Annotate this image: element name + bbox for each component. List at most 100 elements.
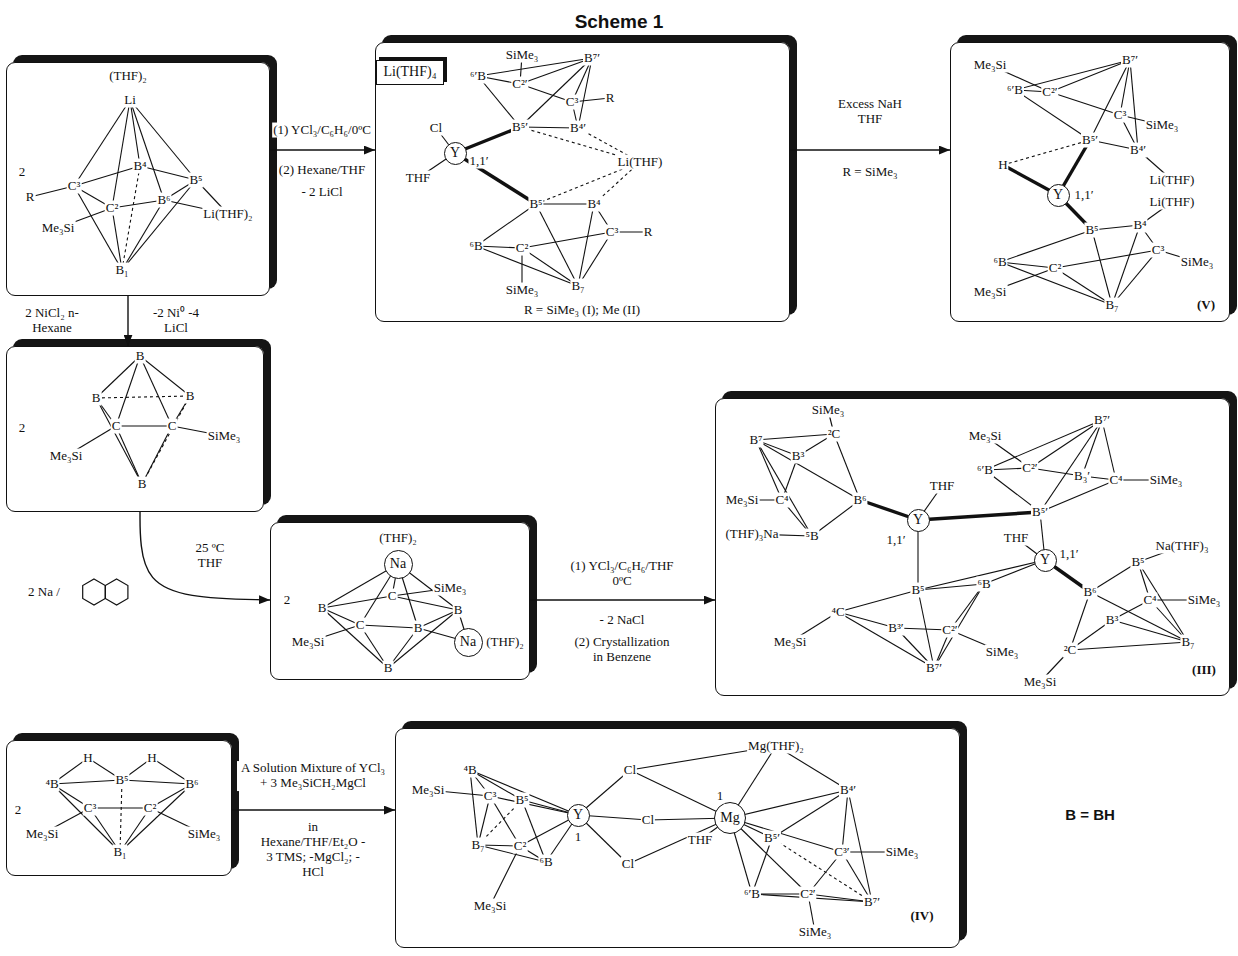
atom-label: B⁶ [156,193,171,208]
bond-line [130,100,196,180]
atom-label: SiMe₃ [1180,255,1215,270]
atom-label: C⁴ [1142,593,1157,608]
bond-line [470,770,578,815]
naphthalene-ring [83,579,106,605]
atom-label: ⁶′B [743,887,761,902]
atom-label: B⁴ [1132,218,1147,233]
atom-label: B⁵ [528,197,543,212]
bond-line [842,790,848,852]
atom-label: B [137,477,148,492]
metal-symbol: Y [449,145,461,161]
atom-label: SiMe₃ [885,845,920,860]
atom-label: SiMe₃ [811,403,846,418]
bond-line [490,796,578,815]
bond-line [140,356,172,426]
atom-label: B [383,661,394,676]
reagent-label: (1) YCl₃/C₆H₆/0ºC [272,123,372,138]
bond-line [730,818,808,894]
bond-line [52,784,120,852]
panel-ground [6,740,232,876]
reagent-label: (2) Hexane/THF [278,163,366,178]
reaction-arrow [530,599,715,600]
bond-line [74,166,140,186]
atom-label: B³′ [887,621,904,636]
atom-label: H [82,751,93,766]
bond-line [1000,230,1092,262]
atom-label: B [185,389,196,404]
bond-line [1030,420,1102,468]
bond-line [1102,420,1116,480]
bond-line [122,200,164,270]
atom-label: ⁴B [462,763,477,778]
atom-label: SiMe₃ [207,429,242,444]
bond-line [772,838,872,902]
locant-label: 1,1′ [1073,188,1094,203]
reaction-arrow [127,296,128,346]
atom-label: C³ [565,95,580,110]
atom-label: B₇ [1180,635,1195,650]
bond-line [918,512,1040,520]
atom-label: Mg(THF)₂ [747,739,805,754]
bond-line [522,232,612,248]
metal-symbol: Mg [719,810,740,826]
atom-label: C² [513,839,528,854]
atom-label: ⁶B [976,577,991,592]
atom-label: C²′ [1041,85,1058,100]
reaction-arrow [790,149,950,150]
bond-line [120,780,122,852]
atom-label: B⁶ [852,493,867,508]
atom-label: ⁵B [804,529,819,544]
atom-label: C²′ [799,887,816,902]
atom-label: B [91,391,102,406]
panel-ground [395,728,960,948]
atom-label: B⁶ [1082,585,1097,600]
bond-line [112,100,130,208]
atom-label: SiMe₃ [505,283,540,298]
metal-atom-circle: Y1,1′ [1034,549,1057,572]
metal-atom-circle: Mg1 [714,802,746,834]
atom-label: (THF)₂ [485,635,525,650]
bond-line [918,584,984,590]
bond-line [848,790,872,902]
atom-label: Cl [621,857,635,872]
reagent-label: 25 ºC THF [186,541,234,571]
atom-label: R [605,91,616,106]
bond-line [756,434,834,440]
bond-line [834,434,860,500]
bond-line [1112,620,1188,642]
atom-label: ⁶′B [469,69,487,84]
bond-line [74,186,122,270]
bond-line [392,596,458,610]
atom-label: ⁶B [992,255,1007,270]
atom-label: Me₃Si [725,493,760,508]
atom-label: THF [1003,531,1030,546]
atom-label: B⁶ [184,777,199,792]
atom-label: 2 [18,165,27,180]
bond-line [536,204,578,286]
reagent-label: -2 Ni⁰ -4 LiCl [144,306,208,336]
atom-label: B⁷ [748,433,763,448]
metal-atom-circle: Na [384,550,413,579]
bond-line [112,208,122,270]
atom-label: R = SiMe₃ (I); Me (II) [523,303,641,318]
bond-line [1130,60,1138,150]
structure-panel: Me₃Si⁴BC³B⁵B₇C²⁶BMe₃SiClClClMg(THF)₂THFB… [395,728,960,948]
atom-label: (III) [1191,663,1217,678]
bond-line [772,790,848,838]
atom-label: C⁴ [774,493,789,508]
bond-line [1090,60,1130,140]
naphthalene-symbol [83,579,128,605]
atom-label: ⁴B [44,777,59,792]
atom-label: C³ [1151,243,1166,258]
naphthalene-ring [105,579,128,605]
locant-label: 1 [574,830,583,845]
reagent-label: Excess NaH THF [827,97,913,127]
reaction-arrow [270,149,375,150]
bond-line [96,398,142,484]
bond-line [985,420,1102,470]
atom-label: (THF)₂ [378,531,418,546]
metal-atom-circle: Y1,1′ [444,142,467,165]
bond-line [122,180,196,270]
atom-label: H [146,751,157,766]
reagent-label: - 2 NaCl [599,613,646,628]
